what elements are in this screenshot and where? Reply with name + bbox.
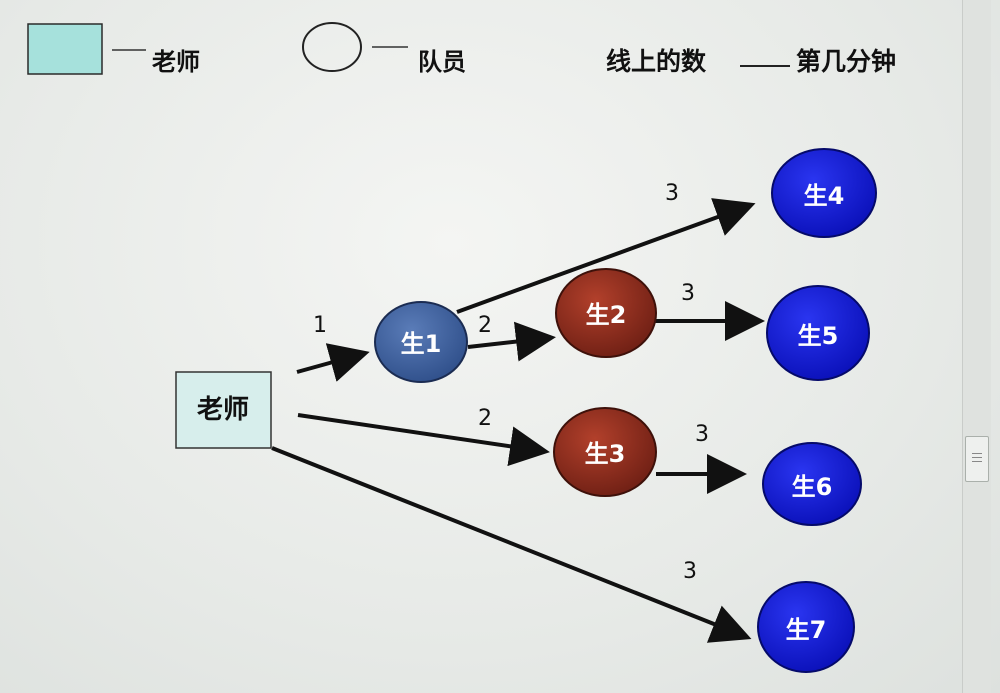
edge-teacher-s1 <box>296 343 370 382</box>
node-teacher: 老师 <box>175 371 272 449</box>
legend-line-meaning-right: 第几分钟 <box>796 47 896 76</box>
edge-label-s2-s5: 3 <box>681 281 695 306</box>
edge-label-teacher-s1: 1 <box>313 313 327 338</box>
edge-label-teacher-s3: 2 <box>478 406 492 431</box>
edge-label-s1-s4: 3 <box>665 181 679 206</box>
legend-member-label: 队员 <box>418 48 466 76</box>
edge-teacher-s3 <box>297 413 550 467</box>
node-s6: 生6 <box>762 442 862 526</box>
node-s1-label: 生1 <box>401 330 442 358</box>
node-s2-label: 生2 <box>586 301 627 329</box>
edge-labels: 1 2 2 3 3 3 3 <box>313 181 709 584</box>
node-s3-label: 生3 <box>585 440 626 468</box>
grip-line-icon <box>972 457 982 458</box>
node-s6-label: 生6 <box>792 473 833 501</box>
grip-line-icon <box>972 461 982 462</box>
node-s7-label: 生7 <box>786 616 827 644</box>
edge-teacher-s7 <box>271 446 752 643</box>
edge-label-s1-s2: 2 <box>478 313 492 338</box>
legend-line-meaning-left: 线上的数 <box>606 47 707 76</box>
node-s2: 生2 <box>555 268 657 358</box>
grip-line-icon <box>972 453 982 454</box>
legend-teacher-swatch <box>27 23 103 75</box>
legend-teacher-label: 老师 <box>152 48 200 76</box>
vertical-scrollbar[interactable] <box>962 0 991 693</box>
edge-label-teacher-s7: 3 <box>683 559 697 584</box>
node-s4: 生4 <box>771 148 877 238</box>
node-s3: 生3 <box>553 407 657 497</box>
node-s4-label: 生4 <box>804 182 845 210</box>
node-s5-label: 生5 <box>798 322 839 350</box>
node-s1: 生1 <box>374 301 468 383</box>
node-s7: 生7 <box>757 581 855 673</box>
legend-member-swatch <box>302 22 362 72</box>
edge-label-s3-s6: 3 <box>695 422 709 447</box>
edge-s1-s4 <box>456 198 756 314</box>
edges <box>271 198 765 643</box>
edge-s1-s2 <box>467 321 556 362</box>
node-teacher-label: 老师 <box>197 395 249 425</box>
scrollbar-thumb[interactable] <box>965 436 989 482</box>
node-s5: 生5 <box>766 285 870 381</box>
legend: 老师 队员 线上的数 第几分钟 <box>27 22 896 76</box>
